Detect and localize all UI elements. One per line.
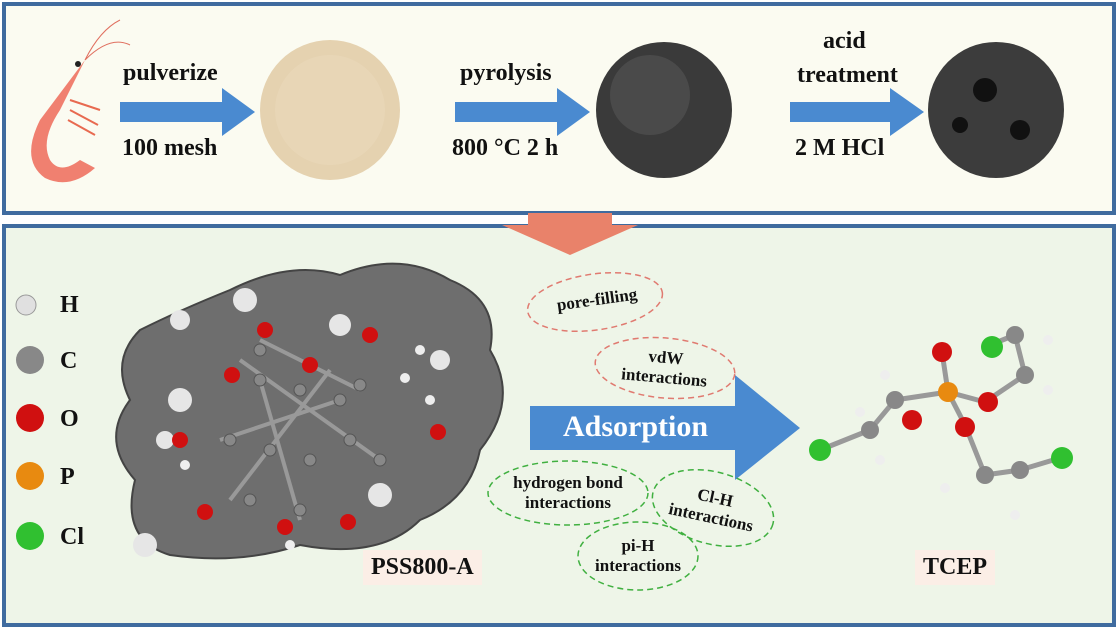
step1-top-label: pulverize (123, 60, 218, 86)
shrimp-image (31, 19, 131, 183)
step2-bottom-label: 800 °C 2 h (452, 135, 559, 161)
arrow-pulverize (120, 88, 255, 136)
step3-bottom-label: 2 M HCl (795, 135, 885, 161)
step2-top-label: pyrolysis (460, 60, 552, 86)
step1-bottom-label: 100 mesh (122, 135, 218, 161)
legend-o: O (60, 406, 79, 432)
sem-acid-image (928, 42, 1064, 178)
step3-top-label-2: treatment (797, 62, 898, 88)
down-arrow (502, 213, 638, 255)
legend-icons (15, 294, 44, 550)
arrow-pyrolysis (455, 88, 590, 136)
legend-h: H (60, 292, 79, 318)
legend-c: C (60, 348, 78, 374)
legend-cl: Cl (60, 524, 84, 550)
adsorbate-label: TCEP (915, 550, 996, 585)
step3-top-label-1: acid (823, 28, 866, 54)
adsorbent-label: PSS800-A (363, 550, 482, 585)
adsorption-arrow (530, 375, 800, 480)
adsorption-label: Adsorption (563, 410, 709, 443)
legend-p: P (60, 464, 75, 490)
arrow-acid (790, 88, 924, 136)
